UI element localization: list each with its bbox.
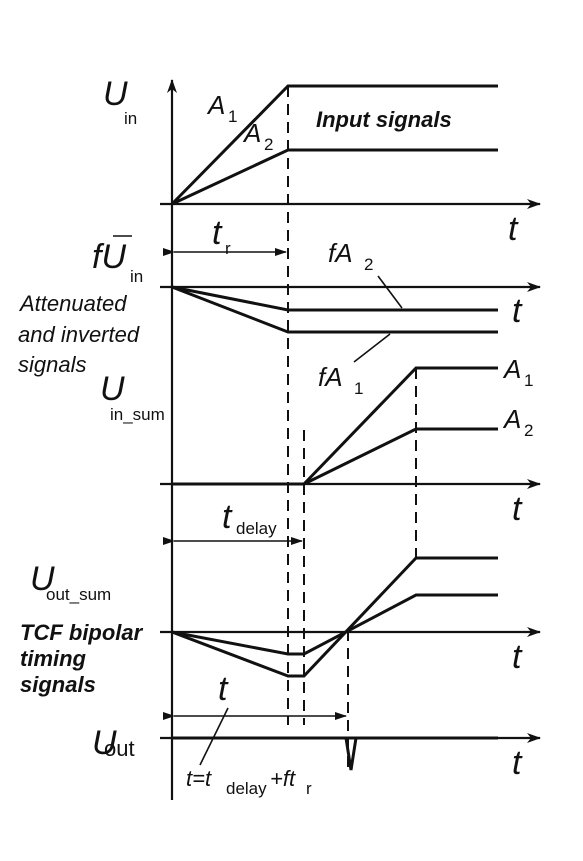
panel3-t-axis-label: t (512, 490, 523, 528)
panel2-t-axis-label: t (512, 292, 523, 330)
panel4-t-axis-label: t (512, 638, 523, 676)
panel1-y-label: U (103, 75, 128, 113)
formula-mid: +ft (270, 766, 296, 791)
panel3-label-a2-sub: 2 (524, 421, 533, 440)
panel1-y-label-sub: in (124, 109, 137, 128)
panel3-signal-a1 (302, 366, 498, 486)
rise-time-label: t (212, 214, 223, 252)
panel2-y-label-sub: in (130, 267, 143, 286)
panel2-label-fa1: fA (318, 362, 343, 392)
panel5-output-pulse (344, 737, 358, 771)
formula-leader (199, 707, 229, 766)
panel4-signal-a2 (171, 593, 498, 656)
panel2-y-label: fU (92, 238, 126, 276)
crossing-time-label: t (218, 670, 229, 708)
panel4-y-label: U (30, 560, 55, 598)
panel2-label-line2: and inverted (18, 322, 140, 347)
panel2-label-fa2: fA (328, 238, 353, 268)
panel3-signal-a2 (303, 427, 498, 486)
panel5-y-label: U (92, 724, 117, 762)
panel2-label-fa2-sub: 2 (364, 255, 373, 274)
panel1-title: Input signals (316, 107, 452, 132)
panel3-label-a1: A (502, 354, 521, 384)
panel4-label-line2: timing (20, 646, 87, 671)
formula-sub-delay: delay (226, 779, 267, 798)
panel3-label-a1-sub: 1 (524, 371, 533, 390)
delay-label: t (222, 498, 233, 536)
panel1-signal-a2 (171, 148, 498, 206)
panel2-leader-fa1 (353, 333, 391, 363)
panel1-t-axis-label: t (508, 210, 519, 248)
formula-sub-r: r (306, 779, 312, 798)
panel2-label-line3: signals (18, 352, 86, 377)
panel2-signal-fa1 (171, 285, 498, 334)
panel2-signal-fa2 (171, 285, 498, 312)
panel3-y-label-sub: in_sum (110, 405, 165, 424)
panel4-y-label-sub: out_sum (46, 585, 111, 604)
panel5-y-label-sub: out (104, 736, 135, 761)
formula-text: t=t (186, 766, 212, 791)
panel4-label-line3: signals (20, 672, 96, 697)
panel3-y-label: U (100, 370, 125, 408)
panel1-signal-a1 (170, 84, 498, 206)
panel4-signal-a1 (171, 556, 498, 678)
panel1-label-a1-sub: 1 (228, 107, 237, 126)
panel4-label-line1: TCF bipolar (20, 620, 144, 645)
panel1-label-a1: A (206, 90, 225, 120)
panel1-label-a2: A (242, 118, 261, 148)
panel5-t-axis-label: t (512, 744, 523, 782)
panel2-label-fa1-sub: 1 (354, 379, 363, 398)
panel2-leader-fa2 (377, 275, 403, 309)
panel1-label-a2-sub: 2 (264, 135, 273, 154)
panel2-label-line1: Attenuated (18, 291, 127, 316)
rise-time-label-sub: r (225, 239, 231, 258)
delay-label-sub: delay (236, 519, 277, 538)
panel3-label-a2: A (502, 404, 521, 434)
